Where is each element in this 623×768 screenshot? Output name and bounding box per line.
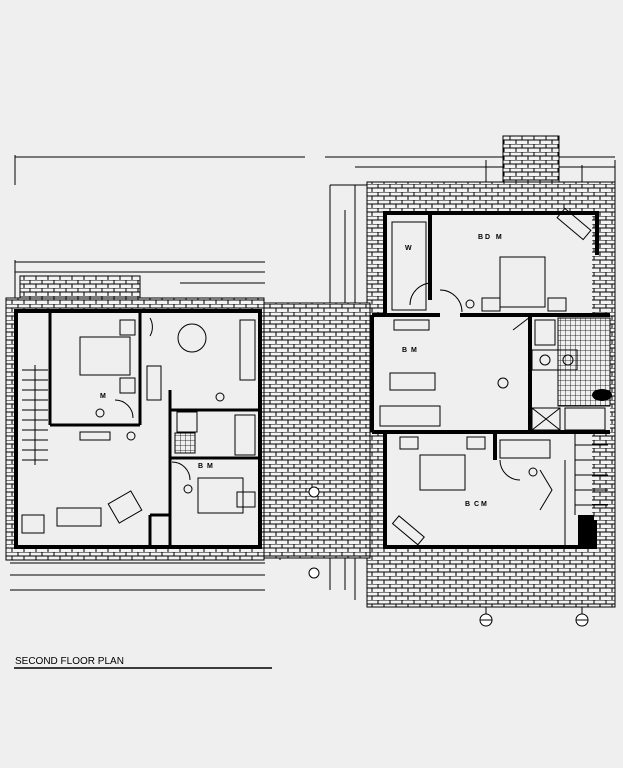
- drawing-title: SECOND FLOOR PLAN: [15, 656, 124, 667]
- left-unit: M B M: [14, 309, 262, 549]
- chimney: [502, 135, 560, 183]
- right-unit: W B D M B M B C M: [370, 207, 612, 549]
- room-label-top-bedroom: B D M: [478, 234, 502, 241]
- room-label-left-bedroom: M: [100, 393, 106, 400]
- room-label-bottom-bedroom: B C M: [465, 501, 487, 508]
- room-label-walkin: W: [405, 245, 412, 252]
- section-markers: [308, 486, 589, 627]
- room-label-left-lower-room: B M: [198, 463, 213, 470]
- room-label-middle-room: B M: [402, 347, 417, 354]
